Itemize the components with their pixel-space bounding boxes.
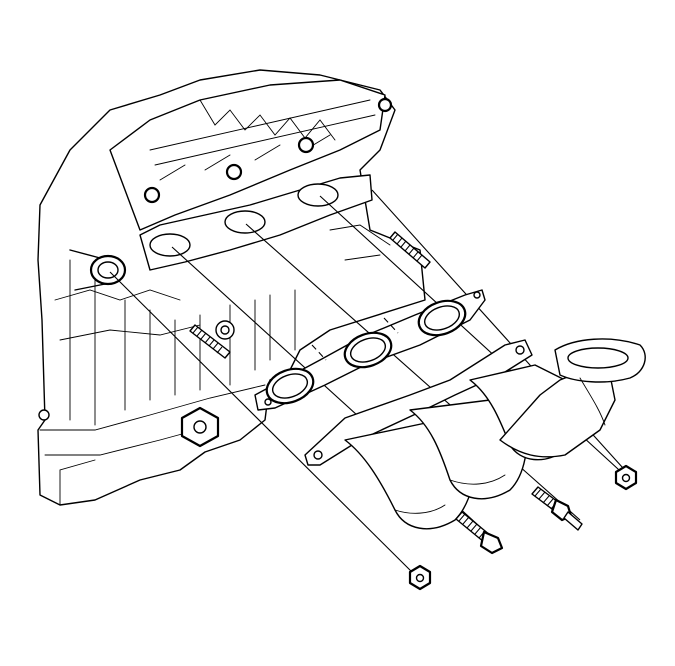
head-bolt xyxy=(297,136,315,154)
engine-block xyxy=(37,69,426,506)
manifold-nut-lower xyxy=(408,564,432,591)
head-bolt xyxy=(377,97,393,113)
drain-plug xyxy=(180,406,220,448)
exhaust-manifold-gasket xyxy=(254,289,486,411)
manifold-bolt-1 xyxy=(455,511,504,555)
port-opening xyxy=(224,210,266,234)
exhaust-manifold xyxy=(304,338,646,530)
manifold-nut-upper xyxy=(614,464,638,491)
head-bolt xyxy=(143,186,161,204)
manifold-bolt-2 xyxy=(531,486,583,531)
manifold-stud-lower xyxy=(189,324,231,359)
head-bolt xyxy=(225,163,243,181)
manifold-stud-upper xyxy=(389,231,431,269)
port-opening xyxy=(297,183,339,207)
port-opening xyxy=(149,233,191,257)
head-bolt-row xyxy=(143,97,393,204)
